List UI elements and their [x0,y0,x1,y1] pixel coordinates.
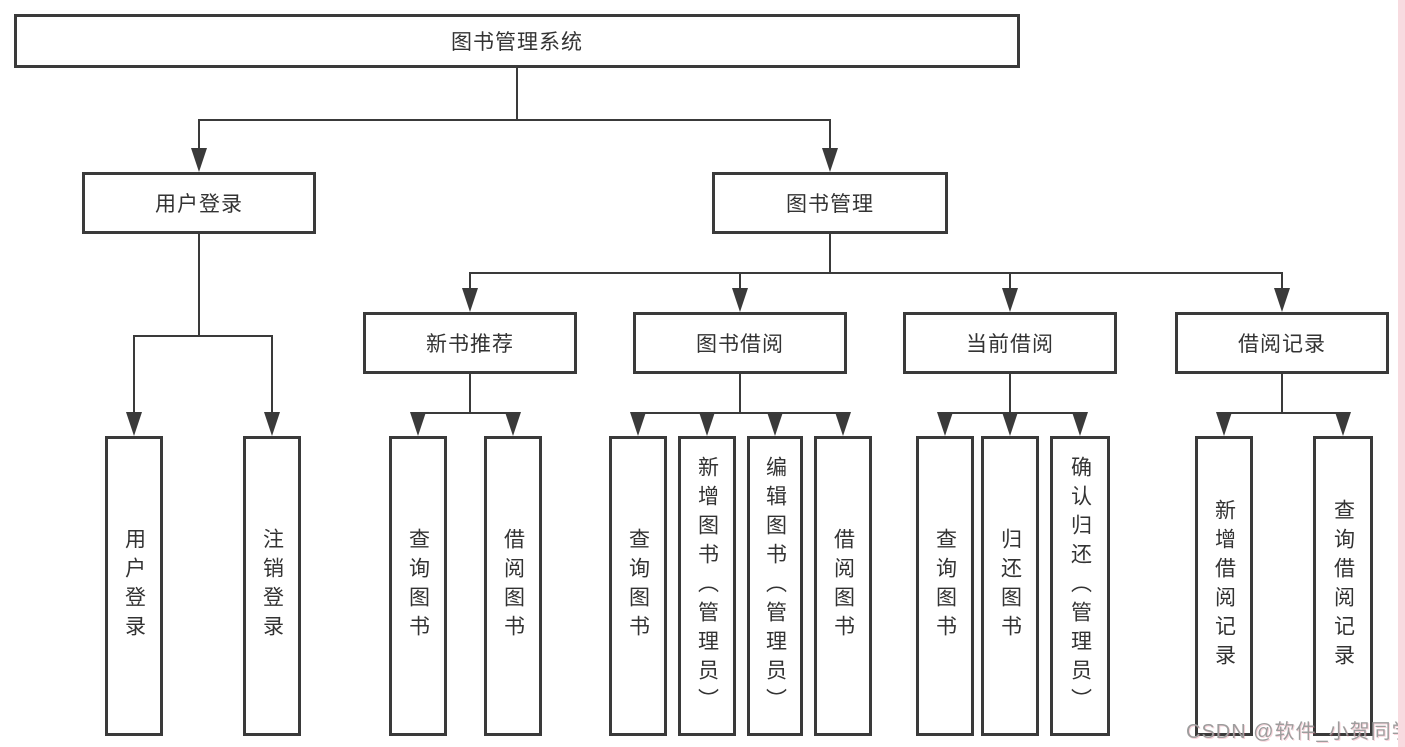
connector-line [133,335,135,415]
leaf-logout: 注销登录 [243,436,301,736]
arrow-down-icon [630,412,646,436]
leaf-add-book-admin-label: 新增图书（管理员） [695,455,719,717]
connector-line [739,272,741,292]
arrow-down-icon [1002,288,1018,312]
arrow-down-icon [732,288,748,312]
arrow-down-icon [699,412,715,436]
leaf-add-borrow-record: 新增借阅记录 [1195,436,1253,736]
connector-line [198,119,831,121]
arrow-down-icon [191,148,207,172]
leaf-borrow-books-recommend: 借阅图书 [484,436,542,736]
arrow-down-icon [1335,412,1351,436]
leaf-logout-label: 注销登录 [260,528,284,644]
leaf-edit-book-admin-label: 编辑图书（管理员） [763,455,787,717]
connector-line [469,272,471,292]
leaf-query-books-borrow-label: 查询图书 [626,528,650,644]
leaf-confirm-return-admin: 确认归还（管理员） [1050,436,1110,736]
arrow-down-icon [126,412,142,436]
arrow-down-icon [1216,412,1232,436]
node-root: 图书管理系统 [14,14,1020,68]
connector-line [1009,272,1011,292]
leaf-borrow-books-recommend-label: 借阅图书 [501,528,525,644]
leaf-borrow-books-borrow: 借阅图书 [814,436,872,736]
leaf-query-borrow-record-label: 查询借阅记录 [1331,499,1355,673]
connector-line [417,412,515,414]
leaf-add-borrow-record-label: 新增借阅记录 [1212,499,1236,673]
arrow-down-icon [1072,412,1088,436]
node-root-label: 图书管理系统 [451,31,583,54]
leaf-confirm-return-admin-label: 确认归还（管理员） [1068,455,1092,717]
leaf-query-borrow-record: 查询借阅记录 [1313,436,1373,736]
connector-line [1281,374,1283,414]
leaf-add-book-admin: 新增图书（管理员） [678,436,736,736]
node-new-book-recommendation-label: 新书推荐 [426,333,514,356]
node-current-borrowing-label: 当前借阅 [966,333,1054,356]
connector-line [829,119,831,152]
arrow-down-icon [822,148,838,172]
node-book-borrowing-label: 图书借阅 [696,333,784,356]
arrow-down-icon [1002,412,1018,436]
node-book-borrowing: 图书借阅 [633,312,847,374]
connector-line [198,119,200,152]
leaf-return-book-label: 归还图书 [998,528,1022,644]
node-borrowing-records-label: 借阅记录 [1238,333,1326,356]
connector-line [637,412,845,414]
connector-line [469,272,1283,274]
arrow-down-icon [505,412,521,436]
arrow-down-icon [1274,288,1290,312]
arrow-down-icon [410,412,426,436]
connector-line [133,335,273,337]
node-current-borrowing: 当前借阅 [903,312,1117,374]
leaf-query-books-borrow: 查询图书 [609,436,667,736]
node-borrowing-records: 借阅记录 [1175,312,1389,374]
leaf-user-login: 用户登录 [105,436,163,736]
node-user-login: 用户登录 [82,172,316,234]
arrow-down-icon [937,412,953,436]
leaf-query-books-current: 查询图书 [916,436,974,736]
node-user-login-label: 用户登录 [155,193,243,216]
leaf-borrow-books-borrow-label: 借阅图书 [831,528,855,644]
connector-line [198,233,200,337]
connector-line [1281,272,1283,292]
arrow-down-icon [264,412,280,436]
connector-line [739,374,741,414]
connector-line [1223,412,1345,414]
arrow-down-icon [767,412,783,436]
connector-line [1009,374,1011,414]
leaf-edit-book-admin: 编辑图书（管理员） [747,436,803,736]
connector-line [469,374,471,414]
arrow-down-icon [462,288,478,312]
leaf-query-books-recommend-label: 查询图书 [406,528,430,644]
leaf-query-books-recommend: 查询图书 [389,436,447,736]
connector-line [516,67,518,121]
leaf-return-book: 归还图书 [981,436,1039,736]
connector-line [271,335,273,415]
right-edge-strip [1398,0,1405,747]
connector-line [829,233,831,274]
node-book-management: 图书管理 [712,172,948,234]
leaf-user-login-label: 用户登录 [122,528,146,644]
node-new-book-recommendation: 新书推荐 [363,312,577,374]
leaf-query-books-current-label: 查询图书 [933,528,957,644]
node-book-management-label: 图书管理 [786,193,874,216]
arrow-down-icon [835,412,851,436]
csdn-watermark: CSDN @软件_小贺同学 [1186,721,1405,743]
